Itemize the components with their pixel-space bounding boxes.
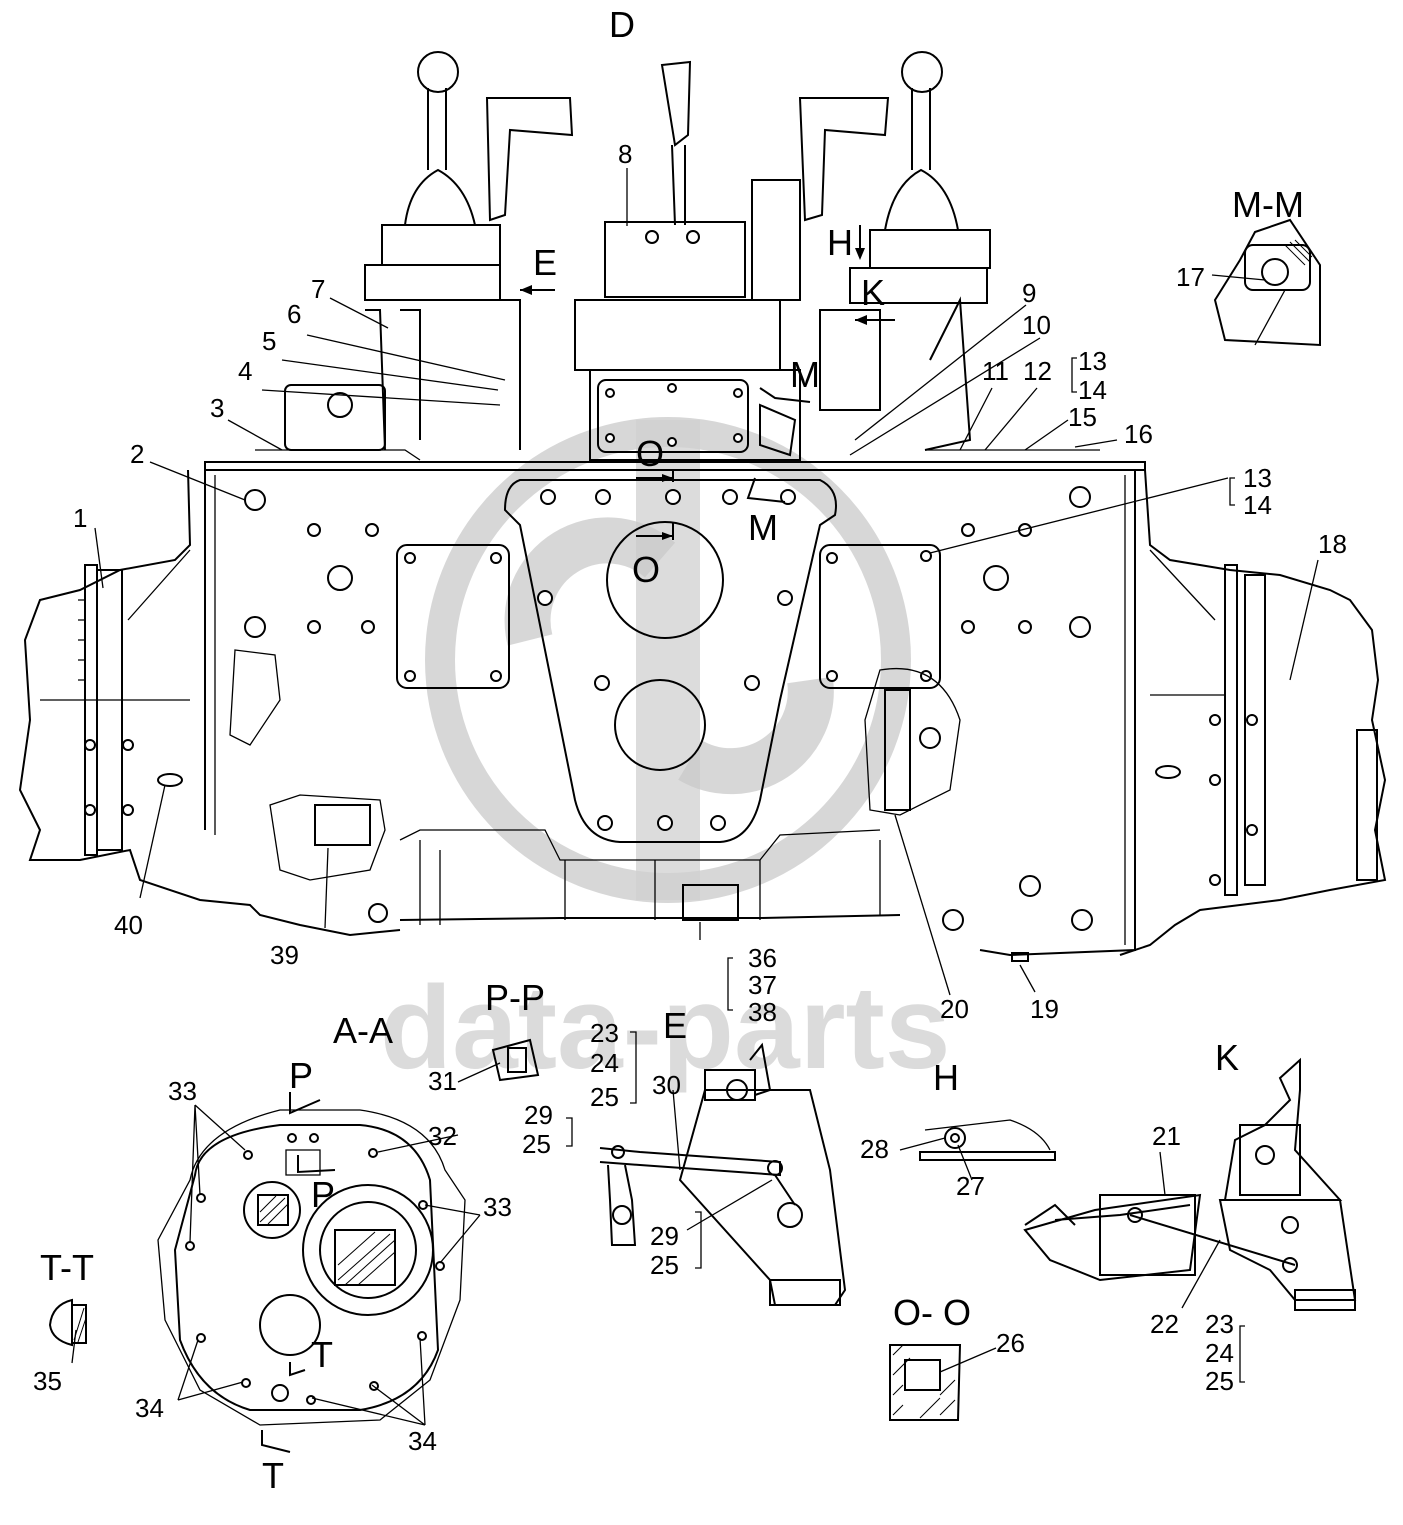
section-p-p [491, 1038, 540, 1082]
main-assembly-view [18, 51, 1387, 962]
callout-34-left: 34 [135, 1393, 164, 1423]
detail-h [919, 1119, 1056, 1161]
callout-30: 30 [652, 1070, 681, 1100]
label-view-e: E [663, 1005, 687, 1046]
section-a-a [157, 1109, 466, 1426]
callout-33-left: 33 [168, 1076, 197, 1106]
callout-24-k: 24 [1205, 1338, 1234, 1368]
callout-25-left: 25 [522, 1129, 551, 1159]
callout-23-e: 23 [590, 1018, 619, 1048]
callout-26: 26 [996, 1328, 1025, 1358]
callout-10: 10 [1022, 310, 1051, 340]
callout-18: 18 [1318, 529, 1347, 559]
callout-34-right: 34 [408, 1426, 437, 1456]
label-view-h-arrow: H [827, 222, 853, 263]
label-view-e-arrow: E [533, 242, 557, 283]
label-view-k: K [1215, 1037, 1239, 1078]
label-section-p-p: P-P [485, 977, 545, 1018]
callout-35: 35 [33, 1366, 62, 1396]
callout-14-top: 14 [1078, 375, 1107, 405]
callout-28: 28 [860, 1134, 889, 1164]
section-markers [261, 225, 895, 1453]
callout-38: 38 [748, 997, 777, 1027]
callout-23-k: 23 [1205, 1309, 1234, 1339]
watermark-text: data-parts [380, 962, 950, 1094]
callout-21: 21 [1152, 1121, 1181, 1151]
callout-29-bottom: 29 [650, 1221, 679, 1251]
label-cut-o-top: O [636, 433, 664, 474]
callout-20: 20 [940, 994, 969, 1024]
label-section-o-o: O- O [893, 1292, 971, 1333]
callout-13-mid: 13 [1243, 463, 1272, 493]
callout-8: 8 [618, 139, 632, 169]
callout-7: 7 [311, 274, 325, 304]
callout-19: 19 [1030, 994, 1059, 1024]
callout-25-bottom: 25 [650, 1250, 679, 1280]
callout-13-top: 13 [1078, 346, 1107, 376]
label-view-k-arrow: K [861, 272, 885, 313]
callout-12: 12 [1023, 356, 1052, 386]
callout-numbers: 1 2 3 4 5 6 7 8 9 10 11 12 13 14 15 16 1… [33, 139, 1347, 1456]
callout-6: 6 [287, 299, 301, 329]
callout-39: 39 [270, 940, 299, 970]
section-t-t [48, 1298, 87, 1347]
callout-4: 4 [238, 356, 252, 386]
leader-lines [71, 168, 1319, 1426]
callout-25-k: 25 [1205, 1366, 1234, 1396]
callout-1: 1 [73, 503, 87, 533]
watermark: data-parts [380, 417, 950, 1094]
label-section-t-t: T-T [40, 1247, 94, 1288]
callout-25-e: 25 [590, 1082, 619, 1112]
label-cut-t-top: T [311, 1334, 333, 1375]
detail-e [599, 1042, 847, 1306]
section-letters: D E H K M M O O M-M A-A P-P P P T-T T T … [40, 4, 1304, 1496]
label-cut-p-top: P [289, 1055, 313, 1096]
callout-3: 3 [210, 393, 224, 423]
label-cut-m-top: M [790, 354, 820, 395]
callout-16: 16 [1124, 419, 1153, 449]
detail-k [1023, 1057, 1357, 1311]
label-section-a-a: A-A [333, 1010, 393, 1051]
label-cut-p-bottom: P [311, 1174, 335, 1215]
callout-15: 15 [1068, 402, 1097, 432]
callout-37: 37 [748, 970, 777, 1000]
label-cut-m-bottom: M [748, 507, 778, 548]
label-cut-o-bottom: O [632, 549, 660, 590]
callout-33-right: 33 [483, 1192, 512, 1222]
callout-24-e: 24 [590, 1048, 619, 1078]
callout-9: 9 [1022, 278, 1036, 308]
callout-5: 5 [262, 326, 276, 356]
callout-14-mid: 14 [1243, 490, 1272, 520]
section-m-m [1213, 218, 1321, 347]
label-cut-t-bottom: T [262, 1455, 284, 1496]
callout-32: 32 [428, 1121, 457, 1151]
callout-31: 31 [428, 1066, 457, 1096]
callout-36: 36 [748, 943, 777, 973]
callout-22: 22 [1150, 1309, 1179, 1339]
callout-17: 17 [1176, 262, 1205, 292]
callout-11: 11 [982, 356, 1009, 386]
label-section-m-m: M-M [1232, 184, 1304, 225]
label-view-d: D [609, 4, 635, 45]
callout-29-top: 29 [524, 1100, 553, 1130]
callout-27: 27 [956, 1171, 985, 1201]
callout-2: 2 [130, 439, 144, 469]
section-o-o [889, 1344, 962, 1421]
label-view-h: H [933, 1057, 959, 1098]
callout-40: 40 [114, 910, 143, 940]
